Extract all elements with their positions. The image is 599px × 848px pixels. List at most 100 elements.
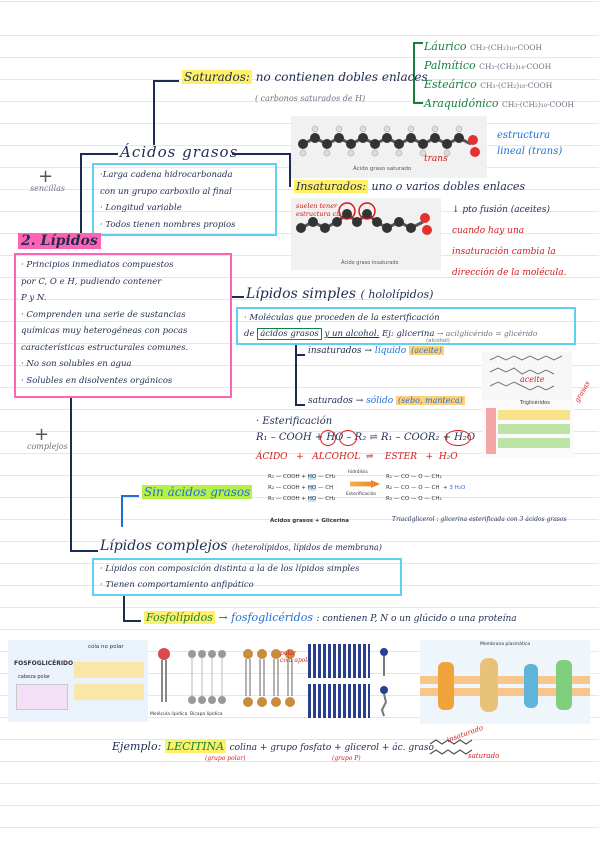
fosfogliceridos-label: fosfoglicéridos — [231, 611, 313, 624]
lipidos-complejos-heading: Lípidos complejos (heterolípidos, lípido… — [100, 538, 382, 554]
lipidos-simples-heading: Lípidos simples ( hololípidos) — [246, 286, 433, 302]
polar-note1: (grupo polar) — [205, 755, 246, 762]
fusion-note: ↓ pto fusión (aceites) — [452, 205, 550, 215]
cola-no-polar-label: cola no polar — [88, 644, 124, 650]
complejos-points: · Lípidos con composición distinta a la … — [94, 560, 400, 594]
phosphoglyceride-figure: cola no polar FOSFOGLICÉRIDO cabeza pola… — [8, 640, 148, 722]
polar-labels: polar cola apolar — [280, 650, 314, 664]
aceite-label: aceite — [520, 375, 545, 384]
connector-line — [295, 404, 305, 406]
bicapa-label: Bicapa lipídica — [190, 712, 223, 717]
ejemplo-line: Ejemplo: LECITINA colina + grupo fosfato… — [112, 740, 434, 753]
lipidos-points: · Principios inmediatos compuestos por C… — [16, 255, 230, 391]
connector-line — [153, 80, 179, 82]
sat-label: saturados — [308, 396, 353, 406]
point: · Principios inmediatos compuestos — [21, 260, 174, 270]
insaturados-heading: Insaturados: uno o varios dobles enlaces — [294, 180, 525, 193]
point: · Tienen comportamiento anfipático — [100, 580, 254, 590]
unsaturated-molecule-svg — [296, 202, 432, 235]
esterificacion-label: Esterificación — [346, 492, 377, 497]
ejemplo-label: Ejemplo: — [112, 740, 162, 753]
reaction-arrow-icon — [350, 480, 380, 488]
lipid-molecules-figure: Molécula lipídica Bicapa lipídica — [150, 640, 300, 722]
point: · Comprenden una serie de sustancias — [21, 309, 186, 320]
trigliceridos-label: Triglicéridos — [520, 400, 550, 406]
insaturados-notes: ↓ pto fusión (aceites) cuando hay una in… — [452, 200, 566, 284]
point: con un grupo carboxilo al final — [100, 186, 232, 197]
saturado-label: saturado — [468, 752, 500, 760]
reaction-left: R₁ — COOH + HO — CH₂ R₂ — COOH + HO — CH… — [268, 474, 336, 502]
insat-state: líquido — [374, 346, 407, 356]
connector-line — [153, 80, 155, 145]
structure-label: estructura lineal (trans) — [497, 128, 562, 160]
membrane-figure: Membrana plasmática — [420, 640, 590, 724]
bracket-line — [413, 42, 415, 104]
insat-branch: insaturados → líquido (aceite) — [308, 346, 444, 356]
saturados-label: Saturados: — [182, 70, 252, 84]
text: de — [244, 329, 255, 339]
ejemplo-eq: colina + grupo fosfato + glicerol + ác. … — [229, 743, 434, 753]
note-line: cuando hay una — [452, 226, 525, 236]
reaction-right-caption: Triacilglicerol : glicerina esterificada… — [392, 516, 567, 523]
point: químicas muy heterogéneas con pocas — [21, 326, 188, 336]
connector-line — [80, 153, 118, 155]
point: ·Larga cadena hidrocarbonada — [100, 170, 233, 180]
insaturados-label: Insaturados: — [294, 180, 368, 193]
sat-state-note: (sebo, manteca) — [396, 396, 465, 405]
connector-line — [80, 153, 82, 238]
fig2-caption: Ácido graso insaturado — [341, 260, 399, 266]
polar-label: polar — [280, 650, 296, 657]
structure-label-line1: estructura — [497, 130, 551, 141]
lipidos-box: · Principios inmediatos compuestos por C… — [14, 253, 232, 398]
saturated-fatty-acid-figure: Ácido graso saturado — [291, 116, 487, 178]
note-line: dirección de la molécula. — [452, 268, 567, 278]
structure-label-line2: lineal (trans) — [497, 146, 563, 157]
sat-branch: saturados → sólido (sebo, manteca) — [308, 396, 465, 406]
fig2-note: suelen tener estructura cis — [296, 202, 342, 218]
molecule-icons-svg — [380, 648, 388, 717]
complejos-label: complejos — [27, 442, 68, 451]
connector-line — [70, 550, 98, 552]
fatty-acid-formula: CH₃-(CH₂)₁₆-COOH — [480, 81, 553, 90]
polar-note2: (grupo P) — [332, 755, 361, 762]
point: · No son solubles en agua — [21, 359, 132, 369]
tail-shape — [74, 662, 144, 678]
sat-state: sólido — [366, 396, 394, 406]
esterificacion-equation: R₁ – COOH + HO – R₂ ⇌ R₁ – COOR₂ + H₂O — [256, 432, 476, 443]
membrana-label: Membrana plasmática — [480, 642, 531, 647]
fatty-acid-name: Palmítico — [424, 59, 476, 72]
arrow: → — [218, 611, 228, 624]
oil-figure — [482, 352, 572, 400]
acidos-grasos-box: ·Larga cadena hidrocarbonada con un grup… — [92, 163, 277, 236]
simples-line1: · Moléculas que proceden de la esterific… — [244, 313, 440, 323]
connector-line — [295, 354, 305, 356]
complejos-subtitle: (heterolípidos, lípidos de membrana) — [231, 543, 382, 552]
reaction-figure: R₁ — COOH + HO — CH₂ R₂ — COOH + HO — CH… — [268, 470, 468, 518]
connector-line — [232, 153, 290, 155]
text: Ej: glicerina — [382, 329, 435, 339]
fosfoglicerido-label: FOSFOGLICÉRIDO — [14, 660, 74, 667]
point: P y N. — [21, 293, 47, 303]
simples-line2: de ácidos grasos y un alcohol. Ej: glice… — [244, 326, 568, 342]
simples-lines: · Moléculas que proceden de la esterific… — [238, 309, 574, 343]
fatty-acid-name: Araquidónico — [424, 97, 499, 110]
arrow: → — [355, 396, 364, 406]
highlight-circle — [445, 430, 471, 446]
unsaturated-fatty-acid-figure: Ácido graso insaturado — [291, 198, 441, 270]
alcohol-note: (alcohol) — [426, 338, 450, 344]
point: · Solubles en disolventes orgánicos — [21, 375, 173, 386]
acidos-grasos-title: Ácidos grasos — [120, 143, 239, 161]
lipid-molecules-svg — [158, 648, 295, 707]
cola-apolar-label: cola apolar — [280, 657, 314, 664]
oil-squiggles — [489, 355, 563, 391]
fatty-acid-name: Esteárico — [424, 78, 477, 91]
hidrolisis-label: hidrólisis — [348, 470, 368, 475]
connector-line — [123, 596, 125, 620]
complejos-box: · Lípidos con composición distinta a la … — [92, 558, 402, 596]
point: · Lípidos con composición distinta a la … — [100, 564, 360, 574]
esterificacion-words: ÁCIDO + ALCOHOL ⇌ ESTER + H₂O — [256, 452, 458, 462]
fig1-caption: Ácido graso saturado — [353, 166, 412, 172]
connector-line — [232, 296, 244, 298]
fatty-acid-formula: CH₃-(CH₂)₁₄-COOH — [479, 62, 552, 71]
acidos-grasos-boxed: ácidos grasos — [257, 328, 322, 340]
